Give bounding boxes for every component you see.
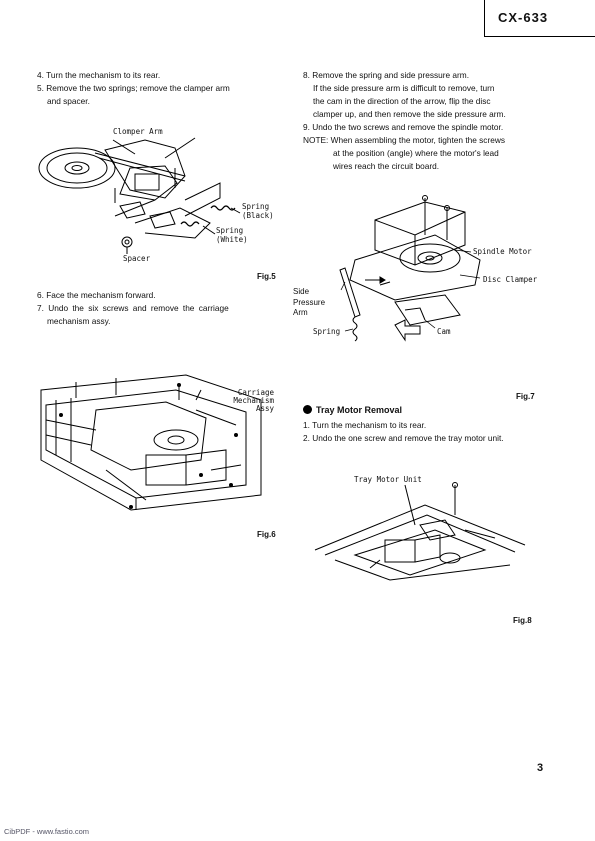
steps-8-9: 8. Remove the spring and side pressure a… <box>303 69 548 173</box>
tray-heading: Tray Motor Removal <box>303 405 402 415</box>
step-8-cont-2: the cam in the direction of the arrow, f… <box>313 96 491 106</box>
fig7-label-disc-clamper: Disc Clamper <box>483 275 538 284</box>
fig8-label-tray-motor-unit: Tray Motor Unit <box>354 475 422 484</box>
bullet-icon <box>303 405 312 414</box>
page-number: 3 <box>537 762 544 774</box>
fig7-caption: Fig.7 <box>516 392 535 401</box>
fig5-label-clamper-arm: Clomper Arm <box>113 127 163 136</box>
steps-4-5: 4. Turn the mechanism to its rear. 5. Re… <box>37 69 282 108</box>
fig8-caption: Fig.8 <box>513 616 532 625</box>
fig7-diagram <box>325 190 485 350</box>
tray-steps: 1. Turn the mechanism to its rear. 2. Un… <box>303 419 553 445</box>
fig5-label-spring-white-1: Spring <box>216 226 244 235</box>
step-5-cont: and spacer. <box>47 96 90 106</box>
fig6-label-line1: Carriage Mechanism <box>233 388 274 405</box>
note: NOTE: When assembling the motor, tighten… <box>303 135 505 145</box>
fig5-label-spacer: Spacer <box>123 254 151 263</box>
steps-6-7: 6. Face the mechanism forward. 7. Undo t… <box>37 289 282 328</box>
tray-heading-text: Tray Motor Removal <box>316 405 403 415</box>
fig7-label-side-pressure-arm: Side Pressure Arm <box>293 287 325 319</box>
fig6-caption: Fig.6 <box>257 530 276 539</box>
fig7-label-side-2: Pressure <box>293 297 326 307</box>
fig6-label-line2: Assy <box>255 404 274 413</box>
note-cont-2: wires reach the circuit board. <box>333 161 440 171</box>
footer-text: CibPDF - www.fastio.com <box>4 827 90 836</box>
fig7-label-spindle-motor: Spindle Motor <box>473 247 532 256</box>
fig5-label-spring-black-1: Spring <box>242 202 270 211</box>
tray-step-2: 2. Undo the one screw and remove the tra… <box>303 433 504 443</box>
step-7: 7. Undo the six screws and remove the ca… <box>37 303 229 313</box>
fig8-diagram <box>315 480 535 590</box>
fig7-label-cam: Cam <box>437 327 451 336</box>
step-6: 6. Face the mechanism forward. <box>37 290 156 300</box>
step-8-cont-1: If the side pressure arm is difficult to… <box>313 83 495 93</box>
fig5-caption: Fig.5 <box>257 272 276 281</box>
fig5-label-spring-black: Spring (Black) <box>242 202 274 220</box>
note-cont-1: at the position (angle) where the motor'… <box>333 148 499 158</box>
fig6-label: Carriage Mechanism Assy <box>194 389 274 413</box>
fig5-diagram <box>35 128 285 268</box>
fig6-diagram <box>36 370 266 520</box>
fig7-label-side-1: Side <box>293 287 310 296</box>
fig7-label-spring: Spring <box>313 327 341 336</box>
model-number: CX-633 <box>498 10 549 25</box>
fig5-label-spring-black-2: (Black) <box>242 211 274 220</box>
step-4: 4. Turn the mechanism to its rear. <box>37 70 161 80</box>
tray-step-1: 1. Turn the mechanism to its rear. <box>303 420 427 430</box>
fig7-label-side-3: Arm <box>293 308 308 317</box>
step-9: 9. Undo the two screws and remove the sp… <box>303 122 504 132</box>
step-7-cont: mechanism assy. <box>47 316 111 326</box>
fig5-label-spring-white-2: (White) <box>216 235 248 244</box>
model-box <box>484 0 595 37</box>
step-8-cont-3: clamper up, and then remove the side pre… <box>313 109 506 119</box>
step-8: 8. Remove the spring and side pressure a… <box>303 70 470 80</box>
fig5-label-spring-white: Spring (White) <box>216 226 248 244</box>
step-5: 5. Remove the two springs; remove the cl… <box>37 83 230 93</box>
